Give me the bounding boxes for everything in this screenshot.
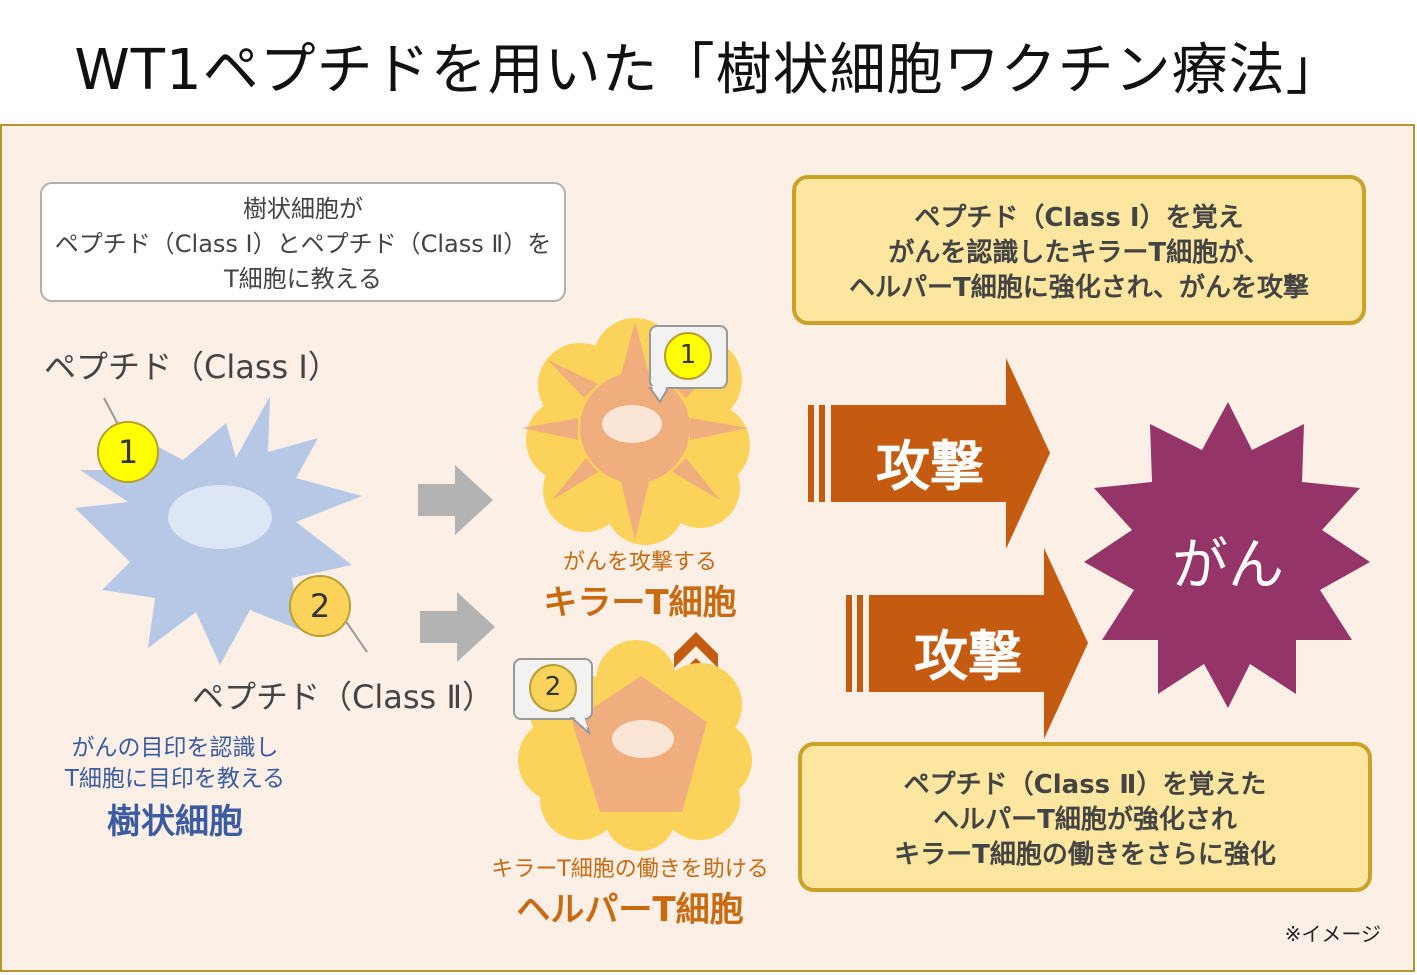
callout-2-number: 2 <box>530 672 576 702</box>
helper-cell-desc: キラーT細胞の働きを助ける <box>470 851 790 883</box>
peptide-class2-label: ペプチド（Class Ⅱ） <box>192 672 494 718</box>
gray-arrow-top <box>418 465 493 535</box>
killer-cell-nucleus <box>602 405 662 443</box>
callout-1-number: 1 <box>665 340 711 370</box>
dendritic-cell-name: 樹状細胞 <box>30 794 320 843</box>
dendritic-cell-nucleus <box>168 485 272 549</box>
helper-cell-name: ヘルパーT細胞 <box>480 882 780 931</box>
attack-label-top: 攻撃 <box>876 422 984 501</box>
cancer-label: がん <box>1172 520 1284 601</box>
killer-cell-desc: がんを攻撃する <box>520 544 760 576</box>
image-note: ※イメージ <box>1285 918 1381 947</box>
killer-note: ペプチド（Class Ⅰ）を覚え がんを認識したキラーT細胞が、 ヘルパーT細胞… <box>792 175 1366 325</box>
dendritic-note: 樹状細胞が ペプチド（Class Ⅰ）とペプチド（Class Ⅱ）を T細胞に教… <box>40 182 566 302</box>
gray-arrow-bottom <box>420 592 495 662</box>
helper-note: ペプチド（Class Ⅱ）を覚えた ヘルパーT細胞が強化され キラーT細胞の働き… <box>798 742 1372 892</box>
helper-cell-nucleus <box>612 720 674 758</box>
peptide-class1-number: 1 <box>98 433 158 471</box>
attack-label-bottom: 攻撃 <box>914 612 1022 691</box>
dendritic-cell-desc: がんの目印を認識し T細胞に目印を教える <box>30 733 320 795</box>
peptide-class1-label: ペプチド（Class Ⅰ） <box>44 342 340 388</box>
peptide-class2-number: 2 <box>290 587 350 625</box>
killer-cell-name: キラーT細胞 <box>520 575 760 624</box>
